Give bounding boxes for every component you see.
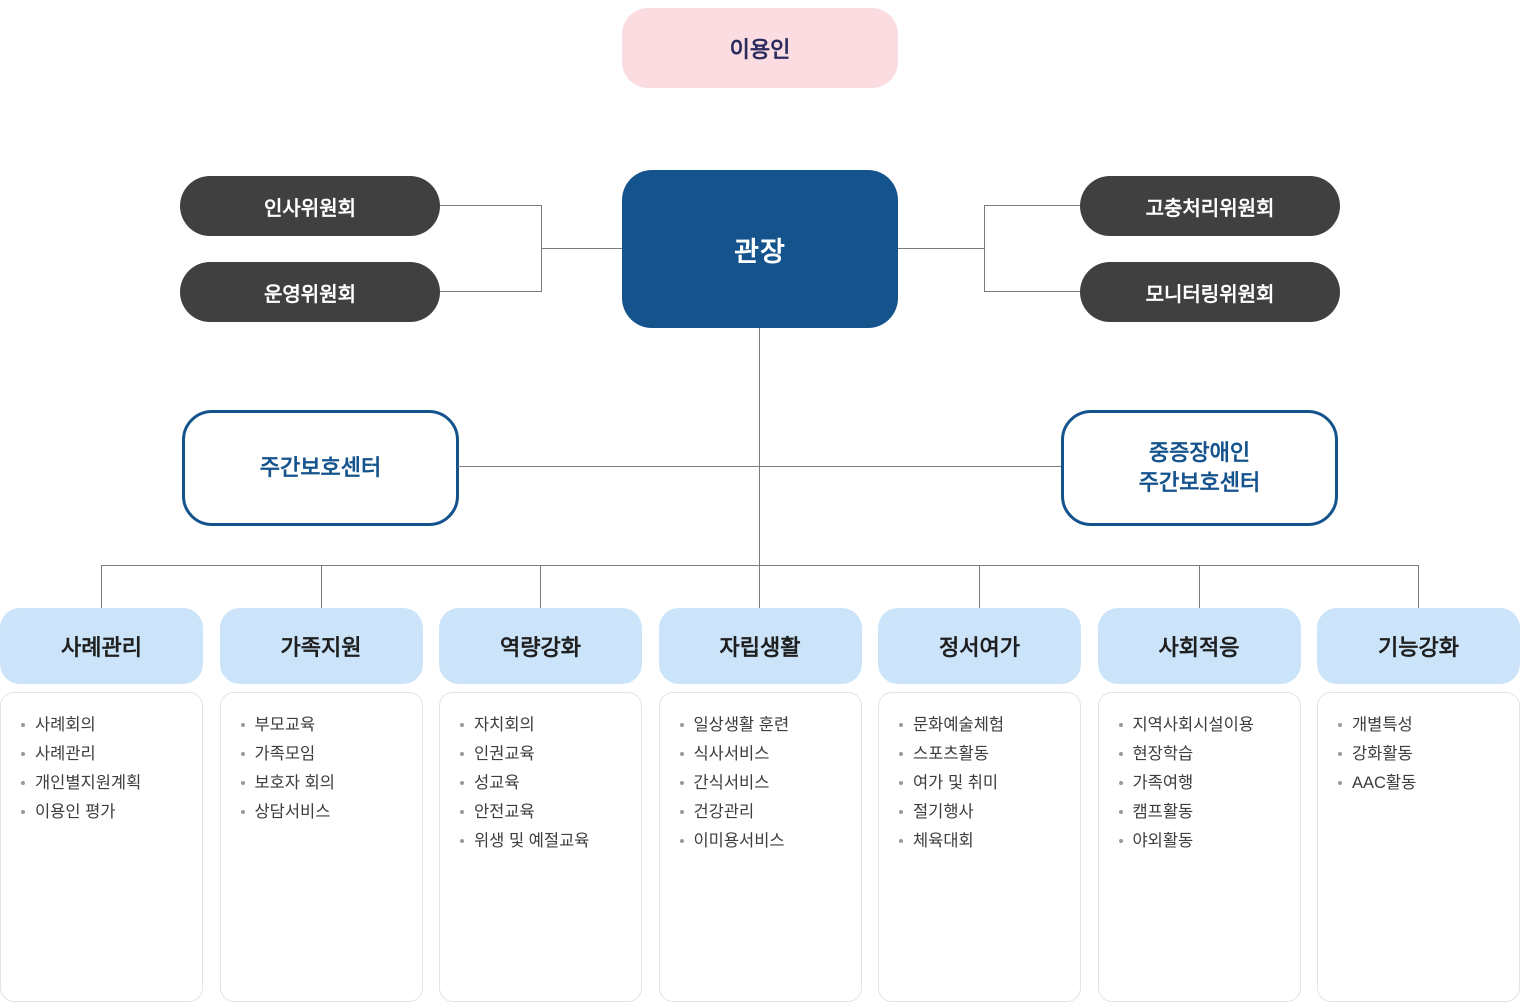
committee-grievance: 고충처리위원회 — [1080, 176, 1340, 236]
connector-line — [458, 466, 1061, 467]
list-item: 식사서비스 — [680, 746, 851, 763]
dept-header: 가족지원 — [219, 608, 423, 684]
list-item: 가족모임 — [241, 746, 412, 763]
dept-header: 자립생활 — [658, 608, 862, 684]
connector-line — [984, 205, 1080, 206]
list-item: 개인별지원계획 — [21, 775, 192, 792]
list-item: 자치회의 — [460, 717, 631, 734]
dept-header: 정서여가 — [878, 608, 1081, 684]
list-item: 건강관리 — [680, 804, 851, 821]
dept-card: 문화예술체험 스포츠활동 여가 및 취미 절기행사 체육대회 — [878, 692, 1081, 1002]
list-item: 이용인 평가 — [21, 804, 192, 821]
list-item: AAC활동 — [1338, 775, 1509, 792]
connector-line — [984, 291, 1080, 292]
committee-monitoring: 모니터링위원회 — [1080, 262, 1340, 322]
list-item: 사례회의 — [21, 717, 192, 734]
connector-line — [540, 565, 541, 608]
list-item: 스포츠활동 — [899, 746, 1070, 763]
dept-header: 사례관리 — [0, 608, 203, 684]
list-item: 문화예술체험 — [899, 717, 1070, 734]
list-item: 캠프활동 — [1119, 804, 1290, 821]
list-item: 사례관리 — [21, 746, 192, 763]
dept-column-function-enhancement: 기능강화 개별특성 강화활동 AAC활동 — [1317, 608, 1520, 1002]
dept-card: 개별특성 강화활동 AAC활동 — [1317, 692, 1520, 1002]
dept-header: 기능강화 — [1317, 608, 1520, 684]
dept-header: 역량강화 — [439, 608, 642, 684]
connector-line — [440, 205, 541, 206]
list-item: 인권교육 — [460, 746, 631, 763]
dept-column-emotional-leisure: 정서여가 문화예술체험 스포츠활동 여가 및 취미 절기행사 체육대회 — [878, 608, 1081, 1002]
dept-card: 사례회의 사례관리 개인별지원계획 이용인 평가 — [0, 692, 203, 1002]
dept-card: 자치회의 인권교육 성교육 안전교육 위생 및 예절교육 — [439, 692, 642, 1002]
connector-line — [440, 291, 541, 292]
list-item: 현장학습 — [1119, 746, 1290, 763]
list-item: 성교육 — [460, 775, 631, 792]
daycare-center-label: 주간보호센터 — [259, 455, 382, 481]
connector-line — [979, 565, 980, 608]
list-item: 보호자 회의 — [241, 775, 412, 792]
connector-line — [101, 565, 102, 608]
list-item: 부모교육 — [241, 717, 412, 734]
dept-column-capacity-building: 역량강화 자치회의 인권교육 성교육 안전교육 위생 및 예절교육 — [439, 608, 642, 1002]
connector-line — [1199, 565, 1200, 608]
director-box: 관장 — [622, 170, 898, 328]
list-item: 개별특성 — [1338, 717, 1509, 734]
dept-column-social-adaptation: 사회적응 지역사회시설이용 현장학습 가족여행 캠프활동 야외활동 — [1097, 608, 1301, 1002]
list-item: 절기행사 — [899, 804, 1070, 821]
dept-column-family-support: 가족지원 부모교육 가족모임 보호자 회의 상담서비스 — [219, 608, 423, 1002]
daycare-center-box: 주간보호센터 — [182, 410, 459, 526]
list-item: 체육대회 — [899, 833, 1070, 850]
list-item: 일상생활 훈련 — [680, 717, 851, 734]
dept-column-independent-living: 자립생활 일상생활 훈련 식사서비스 간식서비스 건강관리 이미용서비스 — [658, 608, 862, 1002]
list-item: 위생 및 예절교육 — [460, 833, 631, 850]
connector-line — [321, 565, 322, 608]
list-item: 상담서비스 — [241, 804, 412, 821]
list-item: 여가 및 취미 — [899, 775, 1070, 792]
connector-line — [1418, 565, 1419, 608]
dept-header: 사회적응 — [1097, 608, 1301, 684]
connector-line — [898, 248, 984, 249]
list-item: 간식서비스 — [680, 775, 851, 792]
list-item: 이미용서비스 — [680, 833, 851, 850]
list-item: 안전교육 — [460, 804, 631, 821]
user-box: 이용인 — [622, 8, 898, 88]
list-item: 강화활동 — [1338, 746, 1509, 763]
list-item: 지역사회시설이용 — [1119, 717, 1290, 734]
severe-daycare-line1: 중증장애인 — [1148, 440, 1251, 466]
connector-line — [101, 565, 1419, 566]
connector-line — [984, 205, 985, 292]
dept-card: 일상생활 훈련 식사서비스 간식서비스 건강관리 이미용서비스 — [658, 692, 862, 1002]
connector-line — [759, 328, 760, 608]
severe-daycare-center-box: 중증장애인 주간보호센터 — [1061, 410, 1338, 526]
dept-card: 부모교육 가족모임 보호자 회의 상담서비스 — [219, 692, 423, 1002]
connector-line — [541, 248, 622, 249]
list-item: 야외활동 — [1119, 833, 1290, 850]
dept-card: 지역사회시설이용 현장학습 가족여행 캠프활동 야외활동 — [1097, 692, 1301, 1002]
dept-column-case-management: 사례관리 사례회의 사례관리 개인별지원계획 이용인 평가 — [0, 608, 203, 1002]
departments-row: 사례관리 사례회의 사례관리 개인별지원계획 이용인 평가 가족지원 부모교육 … — [0, 608, 1520, 1002]
committee-operations: 운영위원회 — [180, 262, 440, 322]
committee-hr: 인사위원회 — [180, 176, 440, 236]
list-item: 가족여행 — [1119, 775, 1290, 792]
severe-daycare-line2: 주간보호센터 — [1138, 470, 1261, 495]
